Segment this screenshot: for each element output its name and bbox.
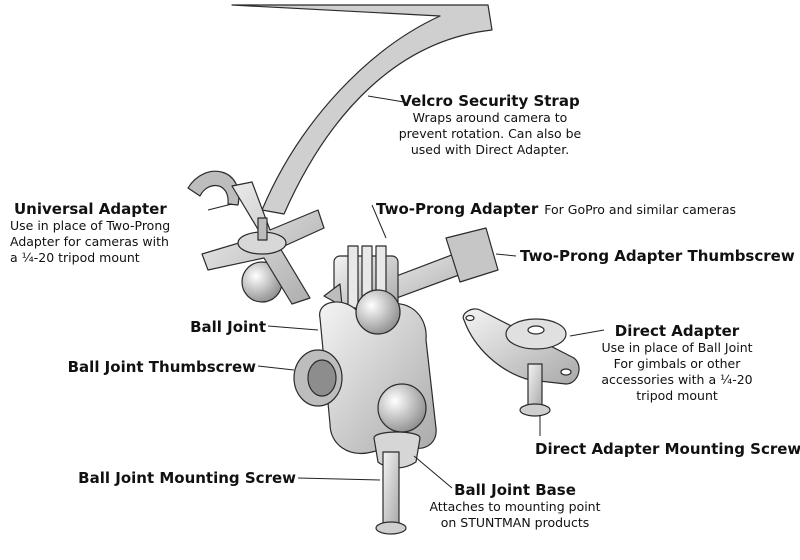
universal-adapter-desc-1: Use in place of Two-Prong	[10, 218, 171, 233]
leader-two-prong-thumbscrew	[495, 253, 517, 257]
two-prong-thumbscrew-label: Two-Prong Adapter Thumbscrew	[520, 247, 795, 265]
direct-adapter-title: Direct Adapter	[614, 322, 740, 340]
velcro-strap-desc-1: Wraps around camera to	[412, 110, 568, 125]
direct-adapter-part	[462, 308, 580, 385]
velcro-strap-label: Velcro Security Strap Wraps around camer…	[392, 92, 588, 158]
direct-adapter-desc-2: For gimbals or other	[613, 356, 741, 371]
direct-adapter-desc-3: accessories with a ¼-20	[601, 372, 753, 387]
ball-joint-thumbscrew-part	[293, 349, 343, 407]
leader-ball-joint-thumbscrew	[257, 365, 295, 371]
leader-universal	[207, 203, 233, 211]
universal-adapter-label: Universal Adapter Use in place of Two-Pr…	[10, 200, 200, 266]
leader-two-prong	[371, 204, 387, 239]
ball-joint-mounting-screw-label: Ball Joint Mounting Screw	[78, 469, 296, 487]
universal-adapter-title: Universal Adapter	[14, 200, 167, 218]
leader-velcro	[367, 95, 405, 103]
universal-adapter-desc-3: a ¼-20 tripod mount	[10, 250, 140, 265]
ball-joint-part	[319, 289, 437, 454]
ball-joint-base-title: Ball Joint Base	[454, 481, 576, 499]
ball-joint-mounting-screw-part	[375, 451, 407, 535]
direct-adapter-screw-label: Direct Adapter Mounting Screw	[535, 440, 800, 458]
velcro-strap-desc-3: used with Direct Adapter.	[410, 142, 570, 157]
velcro-strap-desc-2: prevent rotation. Can also be	[398, 126, 582, 141]
two-prong-adapter-part	[323, 227, 499, 309]
two-prong-adapter-label: Two-Prong Adapter For GoPro and similar c…	[376, 199, 736, 218]
ball-joint-base-desc-1: Attaches to mounting point	[429, 499, 601, 514]
leader-direct-adapter	[569, 329, 605, 337]
direct-adapter-desc-1: Use in place of Ball Joint	[601, 340, 753, 355]
velcro-strap-part	[231, 4, 493, 215]
velcro-strap-title: Velcro Security Strap	[400, 92, 580, 110]
ball-joint-label: Ball Joint	[190, 318, 266, 336]
two-prong-adapter-desc: For GoPro and similar cameras	[544, 202, 736, 217]
leader-mounting-screw	[297, 477, 381, 481]
ball-joint-base-label: Ball Joint Base Attaches to mounting poi…	[420, 481, 610, 531]
ball-joint-base-desc-2: on STUNTMAN products	[440, 515, 590, 530]
direct-adapter-label: Direct Adapter Use in place of Ball Join…	[580, 322, 774, 404]
velcro-strap-loop	[187, 170, 240, 206]
direct-adapter-desc-4: tripod mount	[636, 388, 718, 403]
ball-joint-thumbscrew-label: Ball Joint Thumbscrew	[67, 358, 256, 376]
leader-ball-joint	[267, 325, 319, 331]
direct-adapter-screw-part	[519, 363, 551, 417]
two-prong-adapter-title: Two-Prong Adapter	[376, 200, 539, 218]
universal-adapter-desc-2: Adapter for cameras with	[10, 234, 169, 249]
leader-ball-joint-base	[413, 455, 453, 489]
universal-adapter-part	[201, 181, 325, 305]
